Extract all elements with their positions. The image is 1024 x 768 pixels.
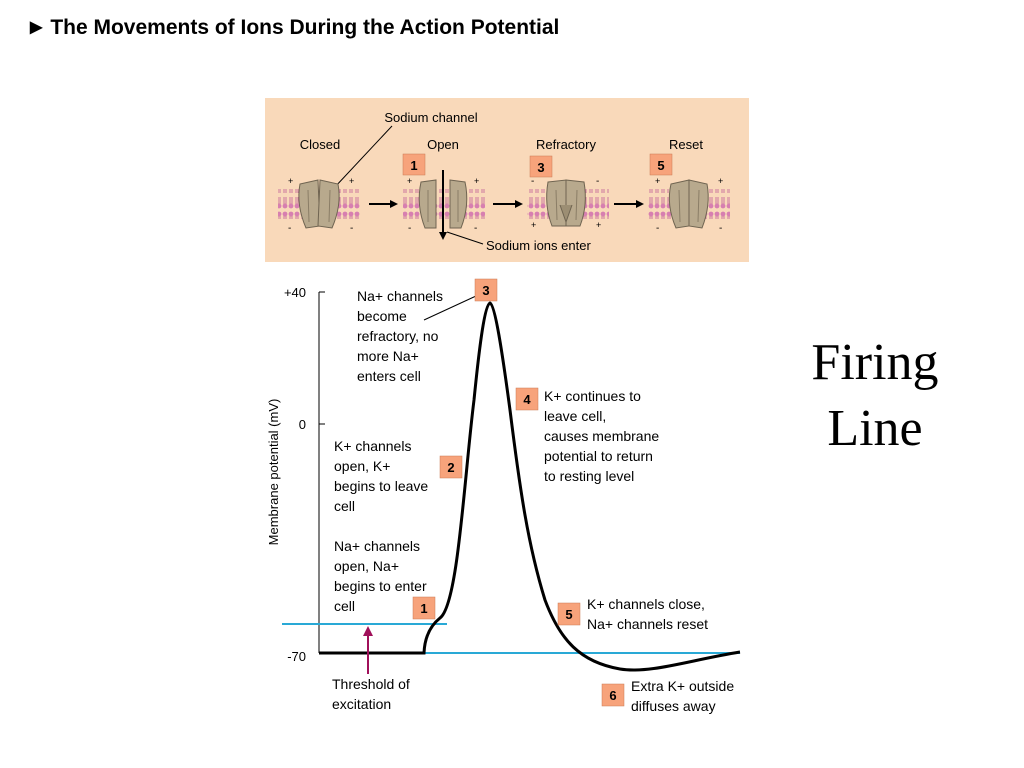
annotation-4-line-5: to resting level (544, 468, 634, 484)
annotation-1-line-3: begins to enter (334, 578, 427, 594)
annotation-4-badge (515, 387, 539, 411)
annotation-5-line-1: K+ channels close, (587, 596, 705, 612)
svg-text:-: - (656, 223, 659, 234)
svg-text:+: + (718, 176, 723, 186)
annotation-4-badge-text: 4 (523, 392, 531, 407)
svg-text:-: - (350, 223, 353, 234)
annotation-2-line-2: open, K+ (334, 458, 390, 474)
state-badge-3-text: 3 (537, 160, 544, 175)
svg-text:+: + (655, 176, 660, 186)
svg-text:+: + (288, 176, 293, 186)
side-caption: Firing Line (760, 330, 990, 462)
y-tick-label-minus70: -70 (287, 649, 306, 664)
svg-text:-: - (531, 176, 534, 187)
side-caption-line-2: Line (827, 400, 923, 457)
svg-text:+: + (531, 220, 536, 230)
annotation-2: K+ channels open, K+ begins to leave cel… (334, 438, 463, 514)
state-badge-3: 3 (529, 155, 553, 178)
annotation-3-line-2: become (357, 308, 407, 324)
annotation-1-badge (412, 596, 436, 620)
annotation-3-badge (474, 278, 498, 302)
svg-text:-: - (596, 176, 599, 187)
svg-text:+: + (349, 176, 354, 186)
annotation-6: 6 Extra K+ outside diffuses away (601, 678, 734, 714)
svg-text:+: + (596, 220, 601, 230)
annotation-2-badge (439, 455, 463, 479)
channel-open-icon (418, 179, 468, 229)
sodium-channel-callout: Sodium channel (384, 110, 477, 125)
annotation-5-line-2: Na+ channels reset (587, 616, 708, 632)
state-badge-5-text: 5 (657, 158, 664, 173)
annotation-3-leader-line (423, 295, 477, 321)
annotation-6-badge (601, 683, 625, 707)
svg-text:+: + (407, 176, 412, 186)
state-badge-1-text: 1 (410, 158, 417, 173)
annotation-5-badge (557, 602, 581, 626)
annotation-5: 5 K+ channels close, Na+ channels reset (557, 596, 708, 632)
annotation-1-line-4: cell (334, 598, 355, 614)
membrane-potential-graph: +40 0 -70 Membrane potential (mV) Thresh… (266, 278, 741, 714)
slide-title: ▶ The Movements of Ions During the Action… (30, 16, 559, 40)
threshold-label-line-1: Threshold of (332, 676, 410, 692)
annotation-4-line-2: leave cell, (544, 408, 606, 424)
annotation-5-badge-text: 5 (565, 607, 572, 622)
annotation-1: Na+ channels open, Na+ begins to enter c… (334, 538, 436, 620)
svg-text:-: - (719, 223, 722, 234)
triangle-bullet-icon: ▶ (30, 19, 43, 36)
state-badge-1: 1 (402, 153, 426, 176)
annotation-2-line-4: cell (334, 498, 355, 514)
annotation-3-line-4: more Na+ (357, 348, 419, 364)
state-badge-5: 5 (649, 153, 673, 176)
svg-text:+: + (474, 176, 479, 186)
state-label-closed: Closed (300, 137, 340, 152)
slide-title-text: The Movements of Ions During the Action … (50, 16, 560, 39)
svg-text:-: - (408, 223, 411, 234)
annotation-4: 4 K+ continues to leave cell, causes mem… (515, 387, 659, 484)
sodium-ions-leader-line (446, 231, 484, 245)
annotation-6-line-2: diffuses away (631, 698, 716, 714)
annotation-3-line-3: refractory, no (357, 328, 439, 344)
annotation-1-line-1: Na+ channels (334, 538, 420, 554)
state-label-reset: Reset (669, 137, 703, 152)
annotation-3-badge-text: 3 (482, 283, 489, 298)
channel-panel-background (265, 98, 749, 262)
svg-text:-: - (474, 223, 477, 234)
channel-closed-icon (298, 179, 340, 229)
y-tick-label-plus40: +40 (284, 285, 306, 300)
annotation-2-badge-text: 2 (447, 460, 454, 475)
sodium-ions-enter-callout: Sodium ions enter (486, 238, 591, 253)
annotation-2-line-1: K+ channels (334, 438, 411, 454)
channel-reset-icon (668, 179, 709, 229)
side-caption-line-1: Firing (811, 334, 939, 391)
annotation-4-line-4: potential to return (544, 448, 653, 464)
sodium-channel-leader-line (333, 125, 393, 189)
svg-text:-: - (288, 223, 291, 234)
y-axis-label: Membrane potential (mV) (266, 399, 281, 546)
channel-panel: Sodium channel Closed Open Refractory Re… (265, 98, 749, 262)
annotation-6-line-1: Extra K+ outside (631, 678, 734, 694)
action-potential-trace (319, 301, 741, 672)
state-label-open: Open (427, 137, 459, 152)
annotation-6-badge-text: 6 (609, 688, 616, 703)
annotation-2-line-3: begins to leave (334, 478, 428, 494)
state-label-refractory: Refractory (536, 137, 596, 152)
annotation-4-line-3: causes membrane (544, 428, 659, 444)
annotation-4-line-1: K+ continues to (544, 388, 641, 404)
annotation-1-line-2: open, Na+ (334, 558, 399, 574)
annotation-3-line-5: enters cell (357, 368, 421, 384)
annotation-3-line-1: Na+ channels (357, 288, 443, 304)
channel-refractory-icon (546, 179, 586, 227)
threshold-label-line-2: excitation (332, 696, 391, 712)
y-tick-label-0: 0 (299, 417, 306, 432)
annotation-3: Na+ channels become refractory, no more … (357, 278, 498, 384)
annotation-1-badge-text: 1 (420, 601, 427, 616)
